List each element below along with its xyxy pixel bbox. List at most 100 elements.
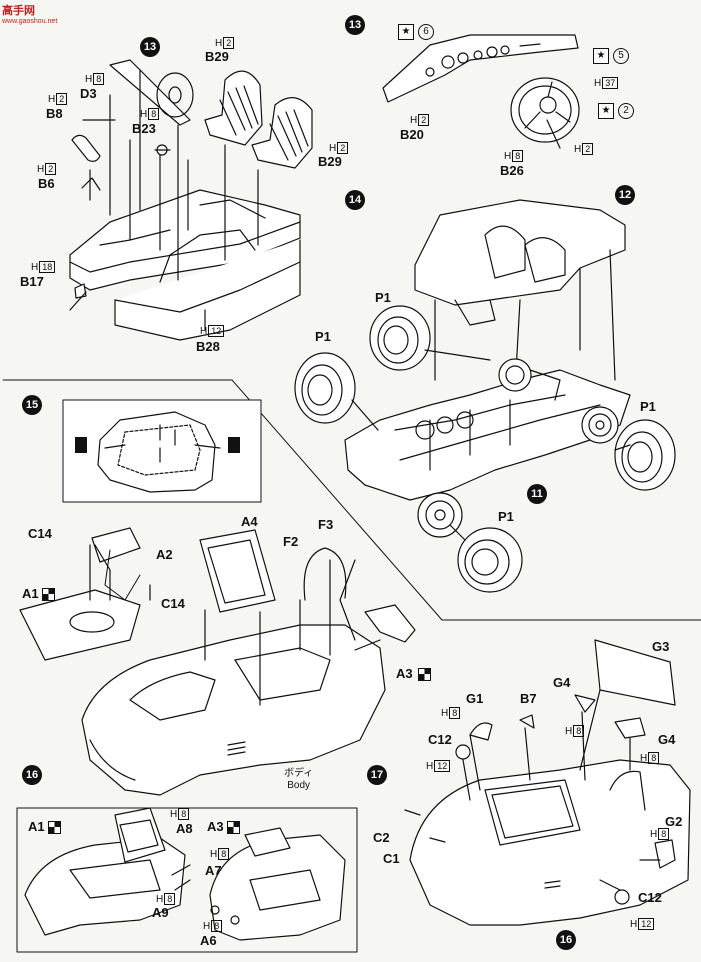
step13-dashboard — [382, 34, 579, 103]
part-label-b28: B28 — [196, 339, 220, 354]
part-label-f3: F3 — [318, 517, 334, 532]
part-label-b26: B26 — [500, 163, 524, 178]
paint-ref: 2 — [618, 103, 634, 119]
part-label-g1: G1 — [466, 691, 484, 706]
part-label-b17: B17 — [20, 274, 44, 289]
part-label-a1: A1 — [28, 819, 45, 834]
part-label-b20: B20 — [400, 127, 424, 142]
step-marker-16: 16 — [556, 930, 576, 950]
part-label-b23: B23 — [132, 121, 156, 136]
part-label-c12: C12 — [428, 732, 452, 747]
part-label-c1: C1 — [383, 851, 400, 866]
body-label-jp: ボディ — [284, 768, 314, 779]
step-marker-14: 14 — [345, 190, 365, 210]
step14-wheels — [294, 305, 676, 593]
step15-inset-body — [97, 411, 221, 493]
step15-frame-line — [2, 379, 701, 621]
paint-star-icon: ★ — [398, 24, 414, 40]
step14-chassis-frame — [344, 369, 631, 501]
body-label-en: Body — [287, 780, 311, 791]
step-marker-17: 17 — [367, 765, 387, 785]
part-label-c2: C2 — [373, 830, 390, 845]
paint-ref: 5 — [613, 48, 629, 64]
part-label-b6: B6 — [38, 176, 55, 191]
glue-marker-icon — [75, 437, 87, 453]
decal-flag-icon — [227, 821, 240, 834]
watermark-title: 高手网 — [2, 5, 35, 17]
paint-ref: 6 — [418, 24, 434, 40]
part-label-a1: A1 — [22, 586, 39, 601]
step17-body — [404, 639, 691, 926]
step13-seats — [204, 70, 313, 169]
part-label-a4: A4 — [241, 514, 258, 529]
part-label-a7: A7 — [205, 863, 222, 878]
part-label-p1: P1 — [640, 399, 656, 414]
watermark-url: www.gaoshou.net — [2, 18, 58, 25]
part-label-a2: A2 — [156, 547, 173, 562]
step13-interior-tub — [69, 189, 301, 341]
step13-small-parts — [69, 69, 259, 331]
part-label-g3: G3 — [652, 639, 670, 654]
decal-flag-icon — [418, 668, 431, 681]
part-label-a6: A6 — [200, 933, 217, 948]
part-label-b29: B29 — [205, 49, 229, 64]
step-marker-11: 11 — [527, 484, 547, 504]
watermark: 高手网 www.gaoshou.net — [2, 2, 57, 25]
step15-body-shell — [19, 527, 416, 796]
part-label-d3: D3 — [80, 86, 97, 101]
step13-dash-and-wheel — [109, 59, 194, 126]
part-label-a3: A3 — [207, 819, 224, 834]
step13-steering-wheel — [510, 77, 580, 149]
part-label-a9: A9 — [152, 905, 169, 920]
step-marker-13: 13 — [345, 15, 365, 35]
part-label-p1: P1 — [498, 509, 514, 524]
part-label-f2: F2 — [283, 534, 299, 549]
part-label-b29: B29 — [318, 154, 342, 169]
body-label: ボディ Body — [284, 768, 313, 792]
part-label-c14: C14 — [161, 596, 185, 611]
part-label-b8: B8 — [46, 106, 63, 121]
decal-flag-icon — [48, 821, 61, 834]
step-marker-13: 13 — [140, 37, 160, 57]
part-label-g4: G4 — [658, 732, 676, 747]
part-label-p1: P1 — [315, 329, 331, 344]
part-label-p1: P1 — [375, 290, 391, 305]
part-label-g2: G2 — [665, 814, 683, 829]
paint-star-icon: ★ — [593, 48, 609, 64]
step-marker-15: 15 — [22, 395, 42, 415]
part-label-a8: A8 — [176, 821, 193, 836]
part-label-c12: C12 — [638, 890, 662, 905]
step-marker-16: 16 — [22, 765, 42, 785]
part-label-b7: B7 — [520, 691, 537, 706]
step-marker-12: 12 — [615, 185, 635, 205]
step14-upper-body-tub — [414, 199, 626, 391]
part-label-g4: G4 — [553, 675, 571, 690]
glue-marker-icon — [228, 437, 240, 453]
paint-star-icon: ★ — [598, 103, 614, 119]
part-label-a3: A3 — [396, 666, 413, 681]
part-label-c14: C14 — [28, 526, 52, 541]
